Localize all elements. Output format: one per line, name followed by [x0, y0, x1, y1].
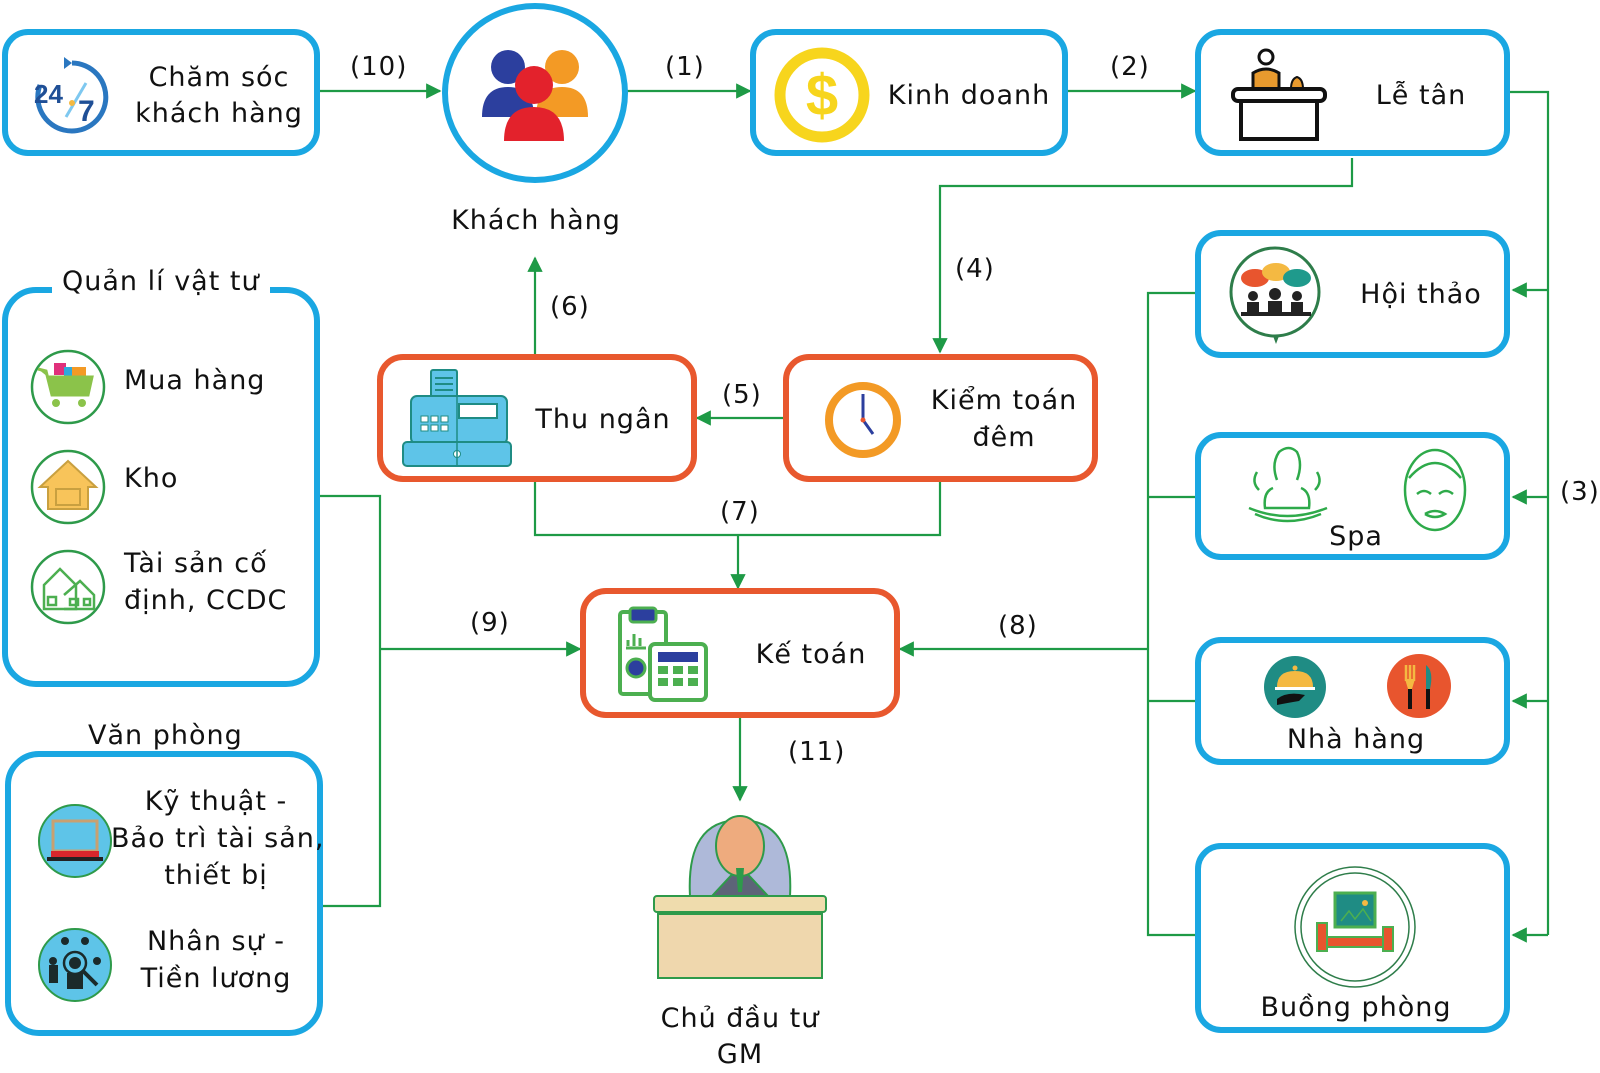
node-customer-care[interactable]: 24 7 Chăm sóc khách hàng	[2, 29, 320, 156]
group-materials-title: Quản lí vật tư	[52, 266, 270, 297]
office-item-technical-line2: Bảo trì tài sản,	[111, 823, 325, 854]
edge-8-bus	[1146, 291, 1195, 937]
office-item-technical-line1: Kỹ thuật -	[144, 786, 288, 817]
reception-desk-icon	[1231, 48, 1327, 141]
materials-item-purchasing: Mua hàng	[124, 365, 266, 396]
dollar-coin-icon: $	[774, 47, 870, 143]
node-accounting[interactable]: Kế toán	[580, 588, 900, 718]
node-customer[interactable]	[442, 3, 628, 183]
laptop-icon[interactable]	[37, 803, 113, 879]
owner-line1: Chủ đầu tư	[660, 1003, 820, 1034]
cashier-label: Thu ngân	[535, 404, 671, 435]
svg-text:7: 7	[78, 95, 95, 128]
node-spa[interactable]: Spa	[1195, 432, 1510, 560]
edge-label-3: (3)	[1560, 477, 1600, 507]
spa-label: Spa	[1329, 521, 1383, 552]
customer-label: Khách hàng	[451, 205, 621, 236]
night-audit-line1: Kiểm toán	[930, 385, 1078, 416]
accounting-label: Kế toán	[755, 639, 867, 670]
edge-label-9: (9)	[470, 608, 510, 638]
reception-label: Lễ tân	[1375, 80, 1467, 111]
edge-label-4: (4)	[955, 254, 995, 284]
office-item-technical-line3: thiết bị	[164, 860, 268, 891]
node-housekeeping[interactable]: Buồng phòng	[1195, 843, 1510, 1033]
materials-item-fixed-assets-line1: Tài sản cố	[124, 548, 268, 579]
edge-3-trunk	[1510, 90, 1550, 935]
restaurant-label: Nhà hàng	[1286, 724, 1426, 755]
fork-knife-icon	[1387, 654, 1451, 718]
group-office-title: Văn phòng	[78, 720, 253, 751]
group-materials: Mua hàng Kho Tài sản cố định, CCDC	[2, 287, 320, 687]
customer-care-line2: khách hàng	[135, 98, 303, 129]
svg-text:$: $	[806, 63, 838, 128]
warehouse-icon[interactable]	[30, 449, 106, 525]
customer-care-line1: Chăm sóc	[148, 62, 290, 93]
spa-bath-icon	[1248, 446, 1328, 523]
accounting-icon	[618, 606, 708, 702]
housekeeping-label: Buồng phòng	[1260, 992, 1452, 1023]
materials-item-fixed-assets-line2: định, CCDC	[124, 585, 288, 616]
node-night-audit[interactable]: Kiểm toán đêm	[783, 354, 1098, 482]
cash-register-icon	[402, 369, 512, 467]
clock-icon	[825, 382, 901, 458]
materials-item-warehouse: Kho	[124, 463, 179, 494]
fixed-assets-icon[interactable]	[30, 549, 106, 625]
edge-label-5: (5)	[722, 380, 762, 410]
edge-label-1: (1)	[665, 52, 705, 82]
svg-text:24: 24	[34, 79, 63, 109]
night-audit-line2: đêm	[972, 422, 1036, 453]
node-restaurant[interactable]: Nhà hàng	[1195, 637, 1510, 765]
conference-label: Hội thảo	[1360, 279, 1482, 310]
office-item-hr-line1: Nhân sự -	[146, 926, 286, 957]
room-icon	[1294, 866, 1416, 988]
customers-group-icon	[482, 50, 588, 141]
edge-label-6: (6)	[550, 292, 590, 322]
24-7-support-icon: 24 7	[34, 57, 109, 134]
node-conference[interactable]: Hội thảo	[1195, 230, 1510, 358]
face-mask-icon	[1403, 448, 1467, 532]
node-sales[interactable]: $ Kinh doanh	[750, 29, 1068, 156]
meeting-icon	[1229, 246, 1321, 344]
group-office: Kỹ thuật - Bảo trì tài sản, thiết bị Nhâ…	[5, 751, 323, 1036]
edge-9-bus	[320, 494, 382, 908]
edge-4	[932, 158, 1354, 354]
edge-label-11: (11)	[788, 737, 846, 767]
sales-label: Kinh doanh	[887, 80, 1051, 111]
edge-label-2: (2)	[1110, 52, 1150, 82]
shopping-cart-icon[interactable]	[30, 349, 106, 425]
owner-line2: GM	[716, 1039, 764, 1070]
office-item-hr-line2: Tiền lương	[140, 963, 292, 994]
edge-label-10: (10)	[350, 52, 408, 82]
executive-icon	[653, 815, 827, 979]
edge-label-8: (8)	[998, 611, 1038, 641]
food-service-icon	[1264, 656, 1326, 718]
hr-icon[interactable]	[37, 927, 113, 1003]
node-reception[interactable]: Lễ tân	[1195, 29, 1510, 156]
node-cashier[interactable]: Thu ngân	[377, 354, 697, 482]
edge-label-7: (7)	[720, 497, 760, 527]
